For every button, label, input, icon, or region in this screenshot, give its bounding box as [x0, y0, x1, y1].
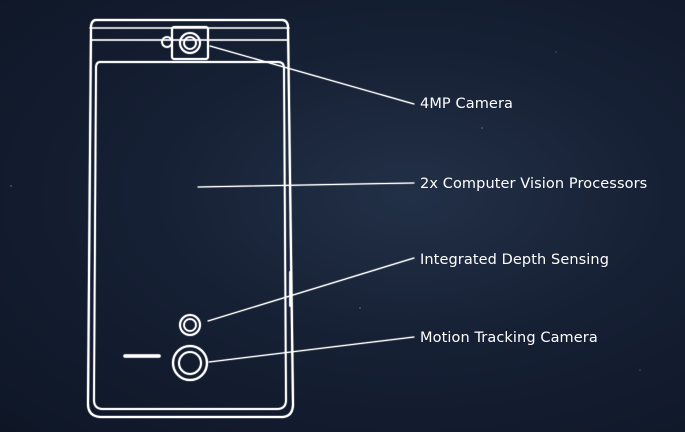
back-panel-outline: [93, 61, 287, 410]
motion-camera-outer: [172, 345, 208, 381]
depth-sensor-outer: [179, 314, 201, 336]
camera-lens-inner: [183, 36, 197, 50]
camera-module: [171, 26, 209, 60]
camera-lens-outer: [179, 32, 201, 54]
depth-sensor-inner: [183, 318, 197, 332]
motion-camera-inner: [178, 351, 202, 375]
label-depth-sensing: Integrated Depth Sensing: [420, 252, 610, 268]
leader-line-cv-processors: [197, 182, 415, 188]
leader-line-motion-camera: [208, 336, 415, 363]
background-specks: [10, 51, 641, 371]
label-4mp-camera: 4MP Camera: [420, 96, 513, 112]
label-motion-camera: Motion Tracking Camera: [420, 330, 598, 346]
phone-body-outline: [87, 19, 294, 418]
flash-ring: [161, 36, 173, 48]
leader-line-depth-sensing: [207, 257, 415, 322]
leader-line-4mp-camera: [209, 45, 415, 105]
label-cv-processors: 2x Computer Vision Processors: [420, 176, 648, 192]
